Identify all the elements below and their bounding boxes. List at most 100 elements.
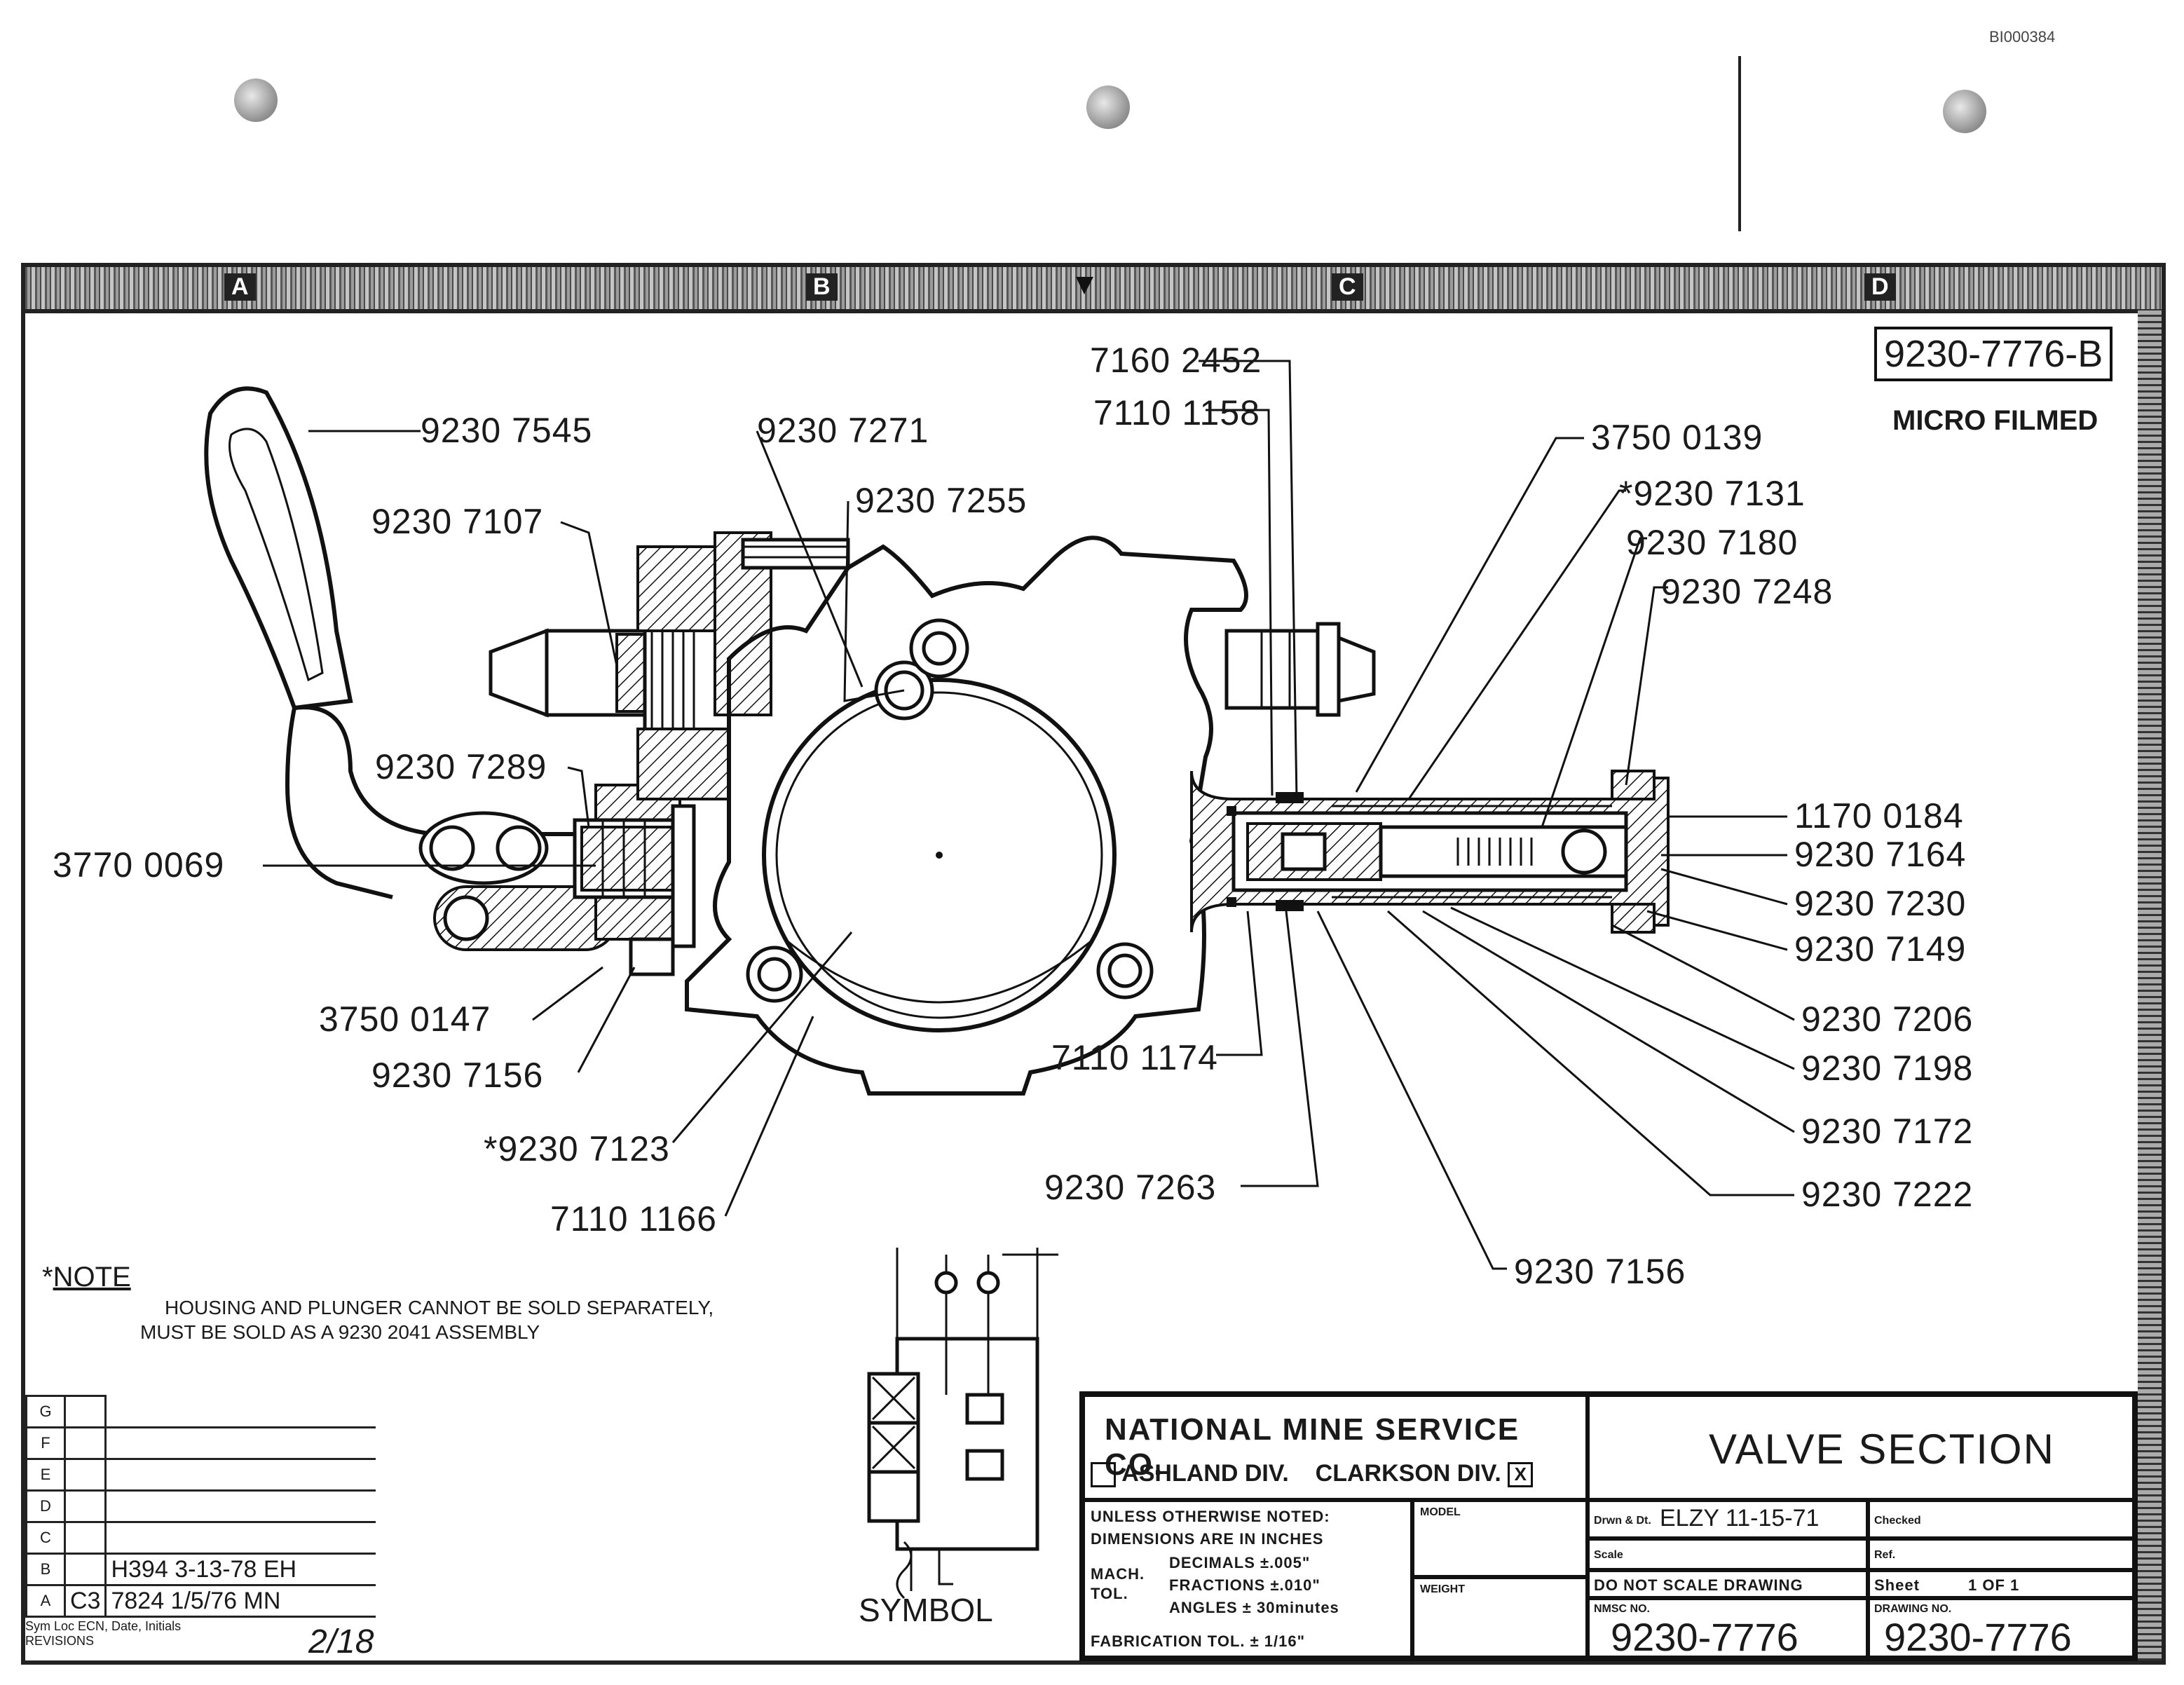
zone-strip (25, 267, 2162, 309)
revision-text: 7824 1/5/76 MN (105, 1585, 376, 1618)
label-cap-spring: 9230 7248 (1661, 572, 1834, 611)
label-pin-b: 7110 1158 (1093, 393, 1260, 432)
zone-letter-c: C (1332, 273, 1363, 301)
tb-ref-cell: Ref. (1868, 1539, 2134, 1570)
tb-drawn-cell: Drwn & Dt. ELZY 11-15-71 (1588, 1500, 1868, 1539)
tb-noscale: DO NOT SCALE DRAWING (1594, 1576, 1803, 1594)
tb-tol-angles: ANGLES ± 30minutes (1169, 1599, 1339, 1616)
lever-handle (204, 386, 575, 899)
fold-mark (1738, 56, 1741, 231)
label-r4: 9230 7149 (1794, 929, 1967, 969)
revision-text (105, 1427, 376, 1460)
label-plunger-left: 9230 7156 (371, 1056, 544, 1095)
note-heading: *NOTE (42, 1262, 131, 1293)
tb-tol-line1: UNLESS OTHERWISE NOTED: (1091, 1508, 1330, 1525)
label-oring-left: 3750 0147 (319, 1000, 491, 1039)
label-plug-top: 9230 7271 (757, 411, 929, 450)
revision-letter: E (25, 1458, 66, 1492)
zone-letter-b: B (806, 273, 838, 301)
tb-divisions: ASHLAND DIV. CLARKSON DIV. X (1091, 1460, 1534, 1488)
tb-tolerance-cell: UNLESS OTHERWISE NOTED: DIMENSIONS ARE I… (1083, 1500, 1412, 1658)
right-housing (1190, 770, 1670, 934)
label-body-star: *9230 7123 (484, 1129, 670, 1168)
zone-letter-d: D (1864, 273, 1896, 301)
label-r2: 9230 7164 (1794, 835, 1967, 874)
tb-sheet-label: Sheet (1874, 1576, 1920, 1594)
tb-tol-fabrication: FABRICATION TOL. ± 1/16" (1091, 1632, 1306, 1650)
tb-tol-fractions: FRACTIONS ±.010" (1169, 1576, 1320, 1594)
label-spring-left: 9230 7107 (371, 502, 544, 541)
revision-loc: C3 (63, 1584, 107, 1618)
tb-nmsc-value: 9230-7776 (1611, 1615, 1799, 1659)
microfilmed-stamp: MICRO FILMED (1892, 405, 2098, 436)
note-title: NOTE (53, 1262, 131, 1292)
label-lever: 9230 7545 (421, 411, 593, 450)
revision-loc (63, 1553, 107, 1586)
symbol-label: SYMBOL (859, 1592, 993, 1628)
revision-row: E (25, 1458, 376, 1492)
label-housing-star: *9230 7131 (1619, 474, 1806, 513)
revision-loc (63, 1395, 107, 1428)
revision-loc (63, 1489, 107, 1523)
note-line-2: MUST BE SOLD AS A 9230 2041 ASSEMBLY (140, 1321, 540, 1343)
revisions-footer-title: REVISIONS (25, 1634, 95, 1648)
label-r5: 9230 7206 (1801, 1000, 1974, 1039)
corner-id: BI000384 (1989, 28, 2056, 46)
leader-lines (263, 360, 1795, 1270)
drawing-number-box: 9230-7776-B (1874, 327, 2113, 381)
label-r7: 9230 7172 (1801, 1112, 1974, 1151)
tb-tol-tol: TOL. (1091, 1585, 1128, 1602)
revisions-footer: Sym Loc ECN, Date, Initials REVISIONS (25, 1619, 376, 1649)
zone-strip-rule (25, 309, 2162, 313)
tb-clarkson-checkbox: X (1508, 1462, 1534, 1488)
tb-model-label: MODEL (1420, 1506, 1461, 1518)
revision-row: G (25, 1395, 376, 1428)
tb-tol-decimals: DECIMALS ±.005" (1169, 1554, 1311, 1571)
tb-company: NATIONAL MINE SERVICE CO. (1105, 1412, 1520, 1482)
revision-signature-date: 2/18 (308, 1623, 374, 1660)
tb-checked-cell: Checked (1868, 1500, 2134, 1539)
revision-letter: A (25, 1584, 66, 1618)
tb-company-cell: NATIONAL MINE SERVICE CO. ASHLAND DIV. C… (1083, 1395, 1588, 1500)
label-screw-left: 3770 0069 (53, 845, 225, 885)
revisions-footer-cols: Sym Loc ECN, Date, Initials (25, 1619, 182, 1633)
tb-sheet-value: 1 OF 1 (1968, 1576, 2020, 1594)
note-marker: * (42, 1262, 53, 1292)
tb-drawn-value: ELZY 11-15-71 (1660, 1505, 1820, 1531)
tb-weight-cell: WEIGHT (1412, 1577, 1588, 1658)
tb-scale-label: Scale (1594, 1549, 1623, 1561)
label-plunger-right: 9230 7156 (1514, 1252, 1686, 1291)
revision-letter: G (25, 1395, 66, 1428)
label-r3: 9230 7230 (1794, 884, 1967, 923)
zone-letter-a: A (224, 273, 256, 301)
revision-row: D (25, 1489, 376, 1523)
hydraulic-symbol (867, 1248, 1058, 1599)
label-oring-mid: 7110 1174 (1051, 1038, 1218, 1077)
tb-checked-label: Checked (1874, 1515, 1921, 1527)
revision-text: H394 3-13-78 EH (105, 1553, 376, 1586)
label-r8: 9230 7222 (1801, 1175, 1974, 1214)
revision-row: C (25, 1521, 376, 1555)
revision-text (105, 1490, 376, 1523)
label-r1: 1170 0184 (1794, 796, 1964, 835)
tb-sheet-cell: Sheet 1 OF 1 (1868, 1570, 2134, 1598)
revision-loc (63, 1521, 107, 1555)
note-line-1: HOUSING AND PLUNGER CANNOT BE SOLD SEPAR… (165, 1297, 714, 1318)
revision-letter: F (25, 1426, 66, 1460)
tb-nmsc-label: NMSC NO. (1594, 1603, 1650, 1615)
center-mark-arrow (1076, 277, 1093, 294)
right-fitting (1224, 622, 1376, 717)
tb-model-cell: MODEL (1412, 1500, 1588, 1577)
label-pin-a: 7160 2452 (1090, 341, 1262, 380)
label-washer: 9230 7263 (1044, 1168, 1217, 1207)
right-edge-strip (2138, 309, 2162, 1660)
title-block: NATIONAL MINE SERVICE CO. ASHLAND DIV. C… (1079, 1391, 2138, 1661)
tb-ashland-checkbox (1091, 1462, 1116, 1488)
tb-drawno-value: 9230-7776 (1884, 1615, 2072, 1659)
punch-hole-left (234, 79, 278, 122)
revision-row: F (25, 1426, 376, 1460)
